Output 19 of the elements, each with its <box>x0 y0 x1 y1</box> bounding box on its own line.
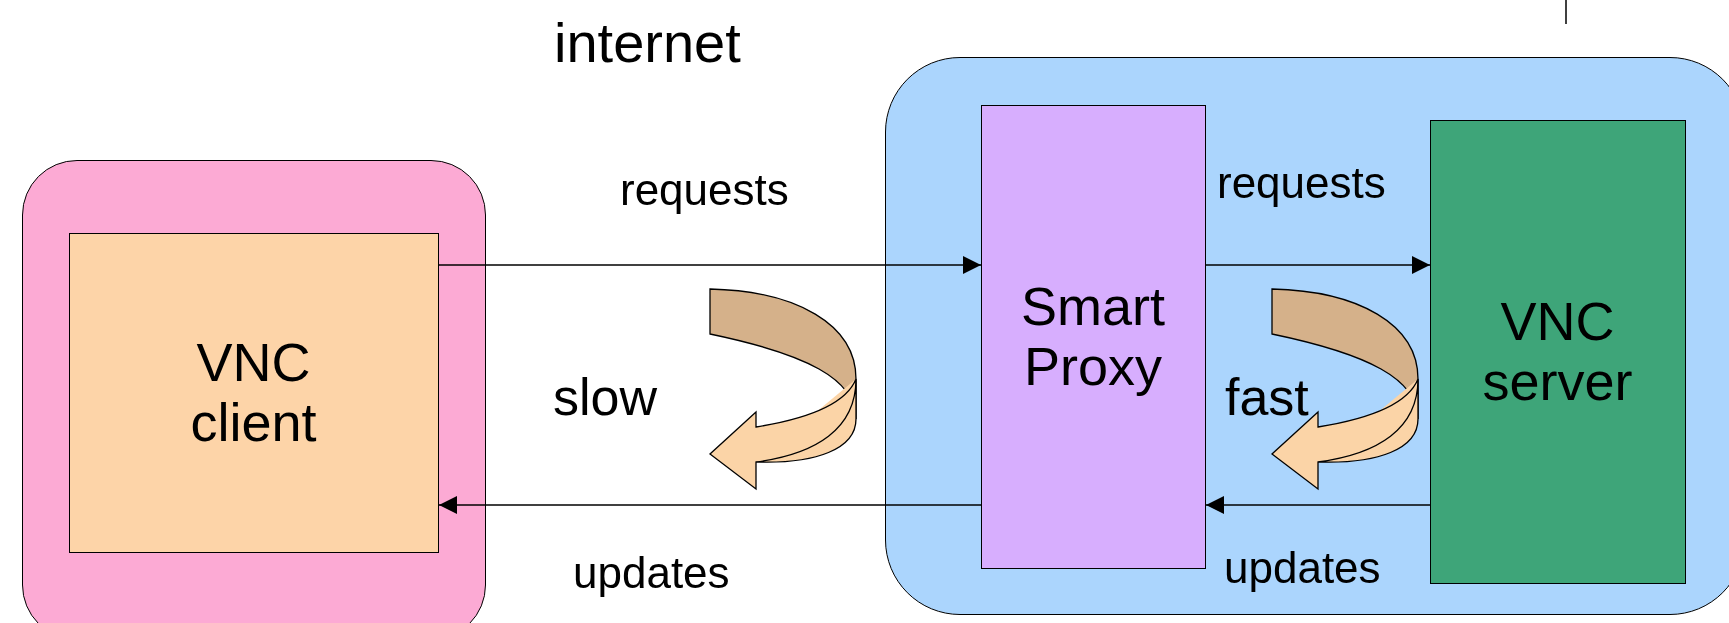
arrow <box>438 496 982 514</box>
server-area-box <box>885 57 1729 615</box>
arrow <box>1205 256 1431 274</box>
node-label: VNC client <box>189 333 318 452</box>
text-label: fast <box>1225 367 1309 427</box>
node-label: VNC server <box>1481 292 1634 411</box>
arrow <box>1205 496 1431 514</box>
edge-label: updates <box>1224 543 1381 593</box>
text-label: internet <box>554 10 741 75</box>
client-box <box>68 232 439 553</box>
server-box <box>1429 119 1686 584</box>
arrow <box>438 256 982 274</box>
text-label: slow <box>553 367 658 427</box>
client-area-box <box>22 160 486 623</box>
edge-label: requests <box>620 165 789 215</box>
proxy-box <box>980 104 1206 569</box>
edge-label: requests <box>1217 158 1386 208</box>
node-label: Smart Proxy <box>1020 277 1166 396</box>
edge-label: updates <box>573 548 730 598</box>
